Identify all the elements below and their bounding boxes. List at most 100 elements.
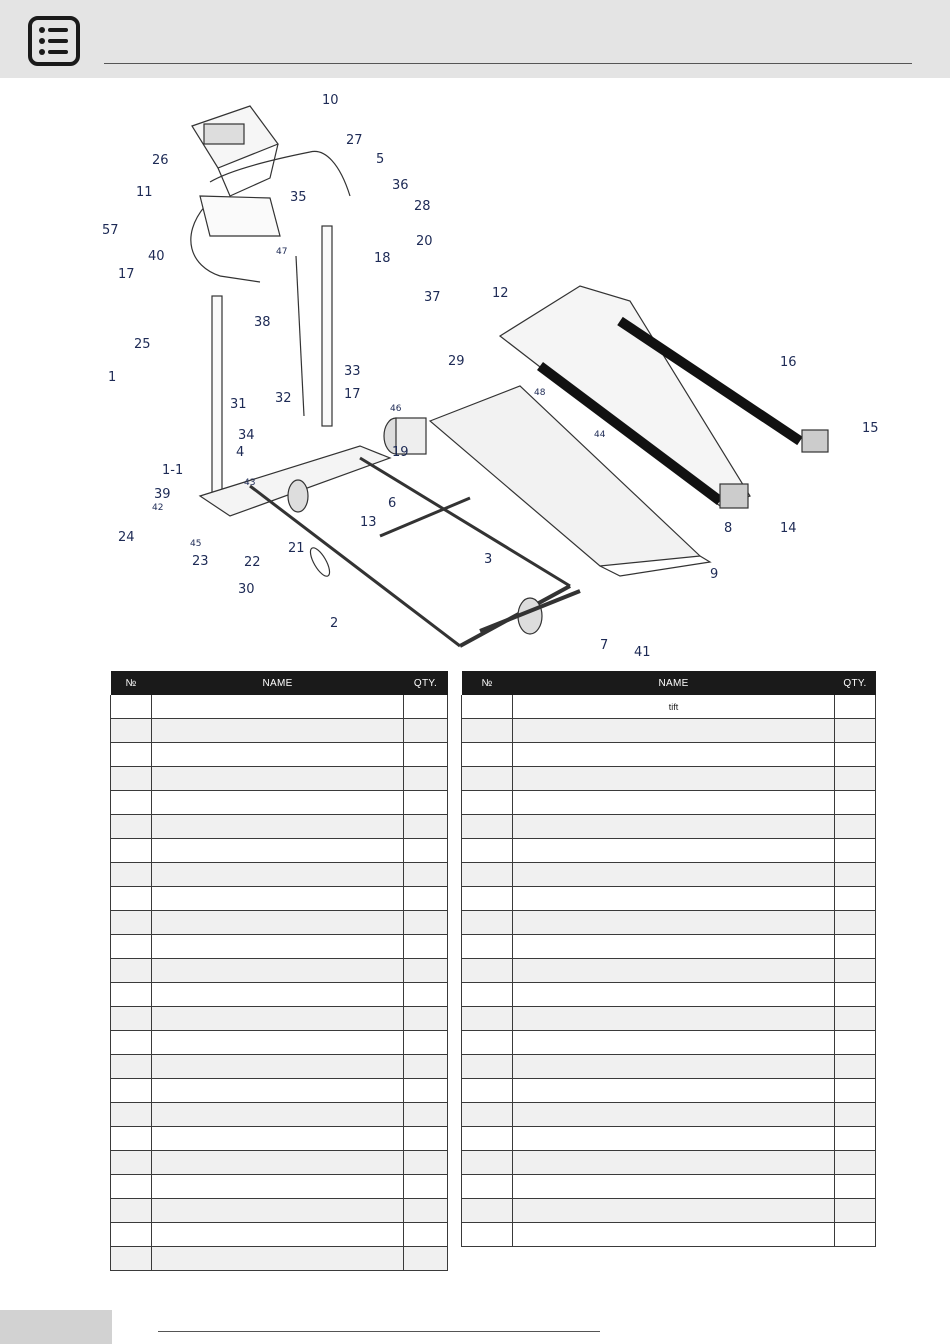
table-row — [110, 910, 448, 935]
part-number-cell — [461, 958, 513, 983]
part-qty-cell — [403, 958, 448, 983]
part-callout-label: 38 — [254, 315, 271, 330]
part-number-cell — [110, 838, 152, 863]
table-row — [110, 982, 448, 1007]
part-name-cell — [151, 1054, 404, 1079]
part-number-cell — [461, 1030, 513, 1055]
part-callout-label: 17 — [344, 387, 361, 402]
part-callout-label: 10 — [322, 93, 339, 108]
part-qty-cell — [403, 982, 448, 1007]
part-qty-cell — [834, 1006, 876, 1031]
part-name-cell — [151, 1174, 404, 1199]
part-name-cell — [512, 1222, 835, 1247]
table-row — [461, 862, 876, 887]
part-qty-cell — [403, 862, 448, 887]
part-name-cell: tift — [512, 695, 835, 719]
table-row — [461, 1030, 876, 1055]
page-number-tab — [0, 1310, 112, 1344]
part-callout-label: 13 — [360, 515, 377, 530]
part-qty-cell — [403, 910, 448, 935]
part-qty-cell — [403, 1006, 448, 1031]
part-qty-cell — [834, 886, 876, 911]
table-row — [110, 862, 448, 887]
part-number-cell — [461, 1222, 513, 1247]
part-callout-label: 34 — [238, 428, 255, 443]
part-name-cell — [512, 1102, 835, 1127]
part-name-cell — [151, 862, 404, 887]
part-number-cell — [461, 1150, 513, 1175]
part-name-cell — [512, 862, 835, 887]
part-name-cell — [512, 982, 835, 1007]
part-callout-label: 1 — [108, 370, 116, 385]
table-row — [461, 1222, 876, 1247]
part-number-cell — [110, 982, 152, 1007]
part-callout-label: 41 — [634, 645, 651, 660]
table-header-row: № NAME QTY. — [110, 671, 448, 695]
part-name-cell — [151, 982, 404, 1007]
part-callout-label: 47 — [276, 247, 287, 257]
part-qty-cell — [834, 695, 876, 719]
part-number-cell — [461, 814, 513, 839]
part-number-cell — [110, 886, 152, 911]
part-callout-label: 22 — [244, 555, 261, 570]
part-name-cell — [512, 1054, 835, 1079]
part-number-cell — [110, 1222, 152, 1247]
part-number-cell — [110, 1126, 152, 1151]
part-name-cell — [151, 1126, 404, 1151]
table-row — [110, 1054, 448, 1079]
part-qty-cell — [403, 742, 448, 767]
col-header-qty: QTY. — [834, 671, 876, 695]
part-name-cell — [512, 886, 835, 911]
table-row — [110, 838, 448, 863]
part-name-cell — [512, 790, 835, 815]
part-number-cell — [461, 718, 513, 743]
part-qty-cell — [834, 982, 876, 1007]
part-qty-cell — [403, 1126, 448, 1151]
part-name-cell — [512, 766, 835, 791]
col-header-qty: QTY. — [403, 671, 448, 695]
part-callout-label: 40 — [148, 249, 165, 264]
part-callout-label: 25 — [134, 337, 151, 352]
table-row — [110, 934, 448, 959]
part-callout-label: 14 — [780, 521, 797, 536]
col-header-name: NAME — [151, 671, 404, 695]
part-callout-label: 6 — [388, 496, 396, 511]
part-callout-label: 15 — [862, 421, 879, 436]
part-name-cell — [512, 1126, 835, 1151]
table-row — [110, 886, 448, 911]
part-qty-cell — [834, 1126, 876, 1151]
part-callout-label: 31 — [230, 397, 247, 412]
part-qty-cell — [834, 718, 876, 743]
table-row — [461, 982, 876, 1007]
part-callout-label: 2 — [330, 616, 338, 631]
part-callout-label: 30 — [238, 582, 255, 597]
part-number-cell — [461, 838, 513, 863]
table-row — [461, 1198, 876, 1223]
table-row — [461, 838, 876, 863]
table-row — [110, 1078, 448, 1103]
part-qty-cell — [834, 958, 876, 983]
part-qty-cell — [834, 1078, 876, 1103]
table-row — [461, 886, 876, 911]
table-row — [461, 958, 876, 983]
table-row — [110, 742, 448, 767]
part-callout-label: 33 — [344, 364, 361, 379]
part-qty-cell — [403, 1078, 448, 1103]
part-number-cell — [110, 1102, 152, 1127]
table-row — [461, 1078, 876, 1103]
part-number-cell — [110, 1054, 152, 1079]
part-name-cell — [512, 742, 835, 767]
part-name-cell — [151, 695, 404, 719]
part-number-cell — [110, 1078, 152, 1103]
part-callout-label: 21 — [288, 541, 305, 556]
table-row — [110, 1246, 448, 1271]
part-name-cell — [512, 1150, 835, 1175]
part-number-cell — [110, 790, 152, 815]
table-row — [461, 910, 876, 935]
part-callout-label: 18 — [374, 251, 391, 266]
part-qty-cell — [403, 718, 448, 743]
part-qty-cell — [834, 1222, 876, 1247]
col-header-name: NAME — [512, 671, 835, 695]
part-name-cell — [151, 1198, 404, 1223]
part-qty-cell — [834, 1030, 876, 1055]
